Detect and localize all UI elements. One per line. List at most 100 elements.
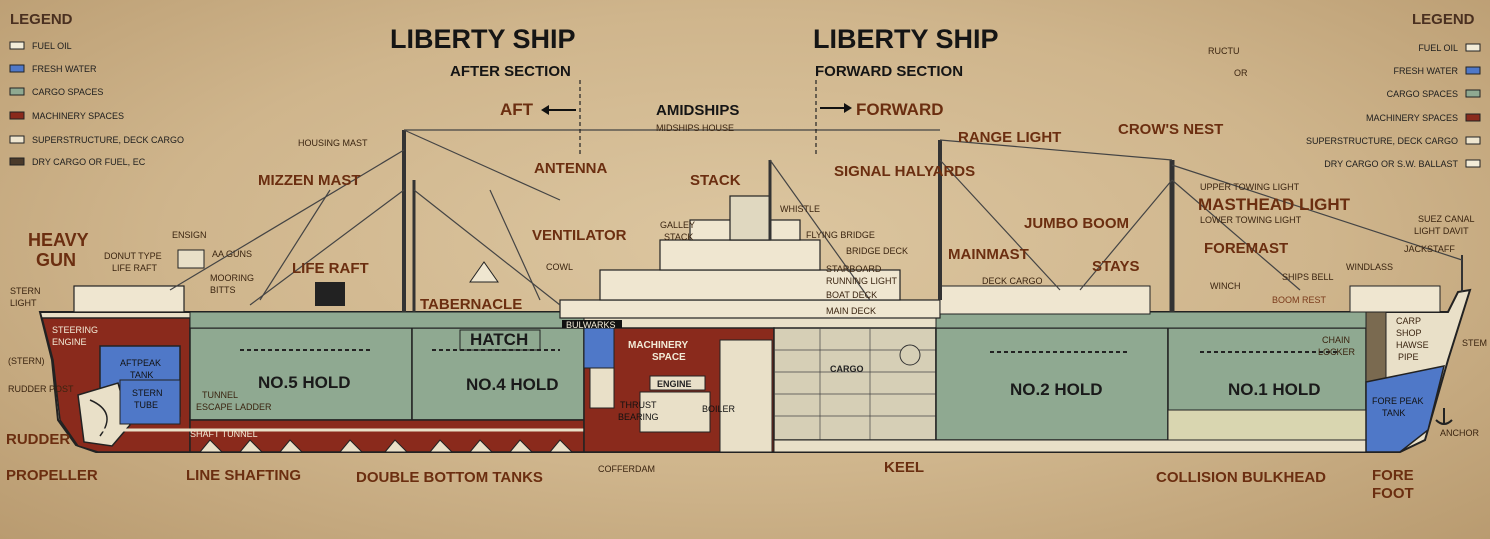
fore-foot-label-2: FOOT [1372, 485, 1414, 502]
hold-2-label: NO.2 HOLD [1010, 380, 1103, 399]
lower-towing-light-label: LOWER TOWING LIGHT [1200, 215, 1302, 225]
tunnel-label-2: ESCAPE LADDER [196, 402, 272, 412]
winch-label: WINCH [1210, 281, 1241, 291]
legend-swatch [9, 111, 25, 120]
boom-rest-label: BOOM REST [1272, 295, 1327, 305]
mooring-bitts-label: MOORING [210, 273, 254, 283]
forward-title: LIBERTY SHIP [813, 24, 999, 54]
double-bottom-label: DOUBLE BOTTOM TANKS [356, 469, 543, 486]
collision-bulkhead-label: COLLISION BULKHEAD [1156, 469, 1326, 486]
stern-tube-label-2: TUBE [134, 400, 158, 410]
legend-swatch [1465, 113, 1481, 122]
jumbo-boom-label: JUMBO BOOM [1024, 215, 1129, 232]
life-raft-label: LIFE RAFT [292, 260, 369, 277]
faint-text-1: RUCTU [1208, 46, 1240, 56]
aftpeak-label-2: TANK [130, 370, 153, 380]
engine-box [649, 375, 706, 391]
windlass-label: WINDLASS [1346, 262, 1393, 272]
legend-right: LEGEND FUEL OIL FRESH WATER CARGO SPACES… [1306, 11, 1481, 169]
ventilator-label: VENTILATOR [532, 227, 627, 244]
galley-stack-label-2: STACK [664, 232, 693, 242]
boat-deck-label: BOAT DECK [826, 290, 877, 300]
hold-labels: NO.5 HOLD NO.4 HOLD HATCH NO.2 HOLD NO.1… [258, 330, 1321, 399]
stern-light-label: STERN [10, 286, 41, 296]
fore-peak-tank [1365, 365, 1446, 453]
thrust-bearing-label: THRUST [620, 400, 657, 410]
legend-swatch [9, 87, 25, 96]
bulwarks-label: BULWARKS [566, 320, 616, 330]
titles: LIBERTY SHIP AFTER SECTION LIBERTY SHIP … [390, 24, 1248, 133]
rudder-post-label: RUDDER POST [8, 384, 74, 394]
legend-item: DRY CARGO OR FUEL, EC [32, 157, 146, 167]
after-title: LIBERTY SHIP [390, 24, 576, 54]
stays-label: STAYS [1092, 258, 1140, 275]
hatch-label: HATCH [470, 330, 528, 349]
aa-guns-label: AA GUNS [212, 249, 252, 259]
mooring-bitts-label-2: BITTS [210, 285, 236, 295]
legend-item: FUEL OIL [32, 41, 72, 51]
hawse-pipe-label: HAWSE [1396, 340, 1429, 350]
legend-item: FRESH WATER [32, 64, 97, 74]
fore-peak-label-2: TANK [1382, 408, 1405, 418]
whistle-label: WHISTLE [780, 204, 820, 214]
ships-bell-label: SHIPS BELL [1282, 272, 1334, 282]
line-shafting-label: LINE SHAFTING [186, 467, 301, 484]
heavy-gun-label: HEAVY [28, 230, 89, 250]
legend-swatch [1465, 159, 1481, 168]
legend-item: SUPERSTRUCTURE, DECK CARGO [32, 135, 184, 145]
keel-label: KEEL [884, 459, 924, 476]
thrust-bearing-label-2: BEARING [618, 412, 659, 422]
antenna-label: ANTENNA [534, 160, 607, 177]
steering-label-2: ENGINE [52, 337, 87, 347]
signal-halyards-label: SIGNAL HALYARDS [834, 163, 975, 180]
amidships-label: AMIDSHIPS [656, 102, 739, 119]
legend-swatch [9, 135, 25, 144]
legend-item: FUEL OIL [1418, 43, 1458, 53]
donut-raft-label: DONUT TYPE [104, 251, 162, 261]
legend-swatch [1465, 89, 1481, 98]
bridge-deck-label: BRIDGE DECK [846, 246, 908, 256]
legend-left-heading: LEGEND [10, 11, 73, 28]
aft-label: AFT [500, 100, 534, 119]
anchor-icon [1435, 408, 1453, 425]
fore-foot-label: FORE [1372, 467, 1414, 484]
legend-item: DRY CARGO OR S.W. BALLAST [1324, 159, 1458, 169]
carp-shop-label: CARP [1396, 316, 1421, 326]
faint-text-2: OR [1234, 68, 1248, 78]
crows-nest-label: CROW'S NEST [1118, 121, 1223, 138]
fore-peak-label: FORE PEAK [1372, 396, 1424, 406]
chain-locker-label-2: LOCKER [1318, 347, 1356, 357]
hold-2 [935, 327, 1169, 441]
tunnel-label: TUNNEL [202, 390, 238, 400]
boiler-label: BOILER [702, 404, 736, 414]
stern-tube [119, 379, 181, 425]
legend-item: FRESH WATER [1394, 66, 1459, 76]
foremast-label: FOREMAST [1204, 240, 1288, 257]
hold-1-label: NO.1 HOLD [1228, 380, 1321, 399]
cargo-label: CARGO [830, 364, 864, 374]
stern-paren-label: (STERN) [8, 356, 45, 366]
anchor-label: ANCHOR [1440, 428, 1480, 438]
ensign-label: ENSIGN [172, 230, 207, 240]
legend-swatch [9, 41, 25, 50]
stem-label: STEM [1462, 338, 1487, 348]
upper-towing-light-label: UPPER TOWING LIGHT [1200, 182, 1300, 192]
chain-locker [1365, 311, 1387, 383]
superstructure [73, 129, 1463, 328]
hold-4-label: NO.4 HOLD [466, 375, 559, 394]
carp-shop-label-2: SHOP [1396, 328, 1422, 338]
legend-item: SUPERSTRUCTURE, DECK CARGO [1306, 136, 1458, 146]
cofferdam-label: COFFERDAM [598, 464, 655, 474]
starboard-light-label-2: RUNNING LIGHT [826, 276, 898, 286]
legend-item: CARGO SPACES [32, 87, 103, 97]
callouts: HEAVY GUN STERN LIGHT (STERN) RUDDER POS… [6, 121, 1487, 502]
stack-label: STACK [690, 172, 741, 189]
mainmast-label: MAINMAST [948, 246, 1029, 263]
hawse-pipe-label-2: PIPE [1398, 352, 1419, 362]
midships-house-label: MIDSHIPS HOUSE [656, 123, 734, 133]
steering-label: STEERING [52, 325, 98, 335]
donut-raft-label-2: LIFE RAFT [112, 263, 158, 273]
legend-item: MACHINERY SPACES [32, 111, 124, 121]
galley-stack-label: GALLEY [660, 220, 695, 230]
